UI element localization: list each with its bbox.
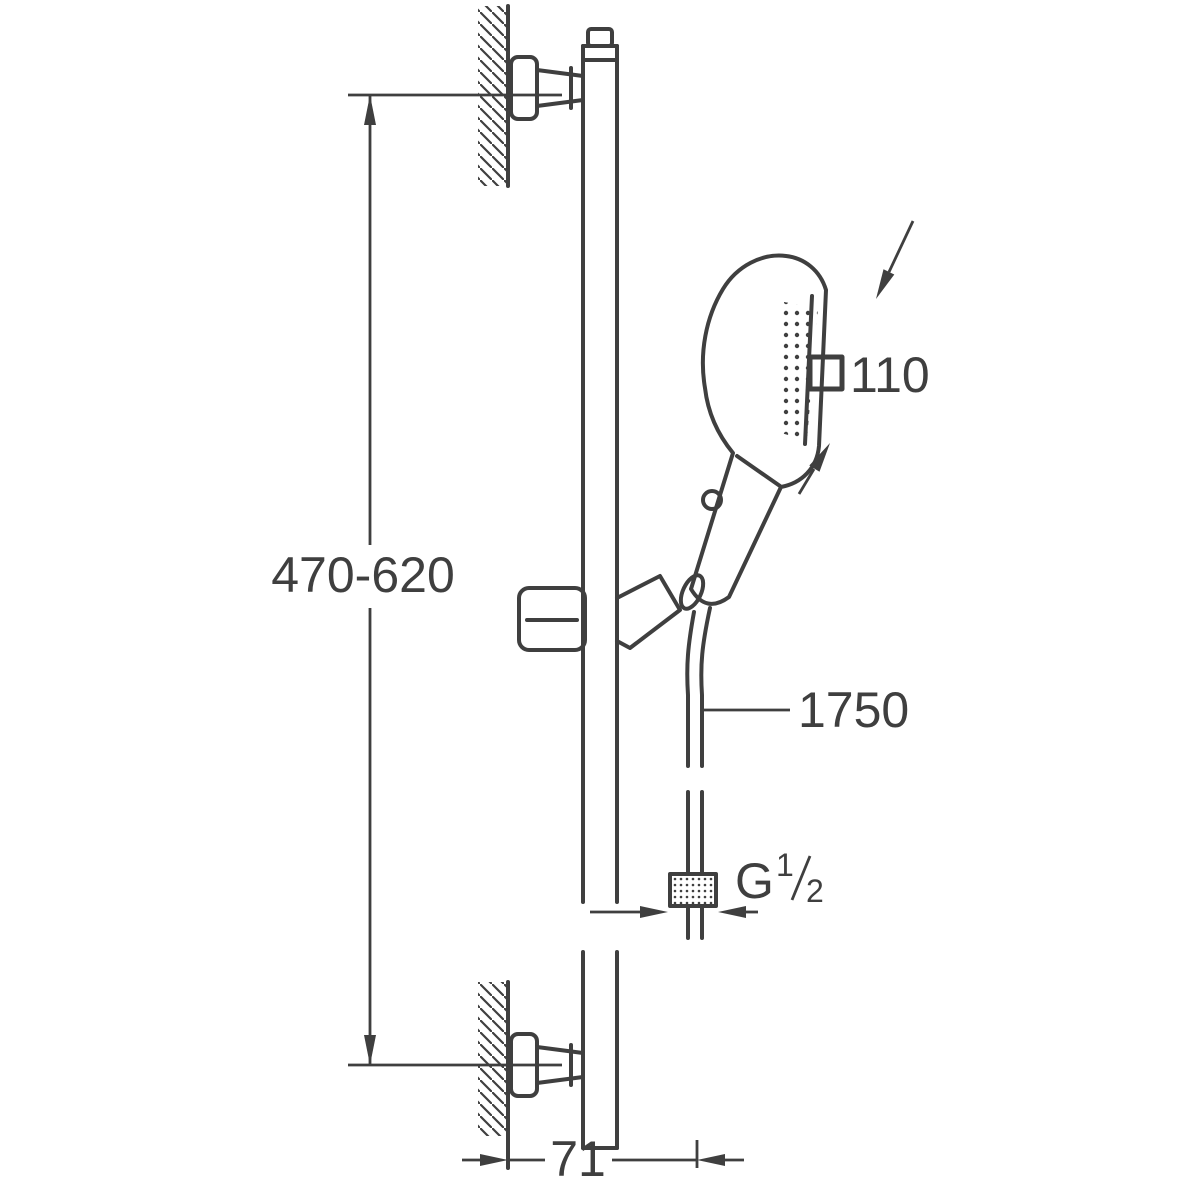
nut-outline bbox=[668, 872, 718, 908]
thread-denominator-label: 2 bbox=[806, 873, 824, 909]
nut-knurl bbox=[670, 874, 716, 906]
shower-rail bbox=[581, 27, 619, 1150]
glider-holder bbox=[517, 573, 706, 652]
thread-arrow-right-icon bbox=[718, 906, 746, 918]
dim-head-size: 110 bbox=[797, 220, 930, 495]
holder-arm bbox=[615, 574, 682, 650]
head-size-arrow-bottom-tail bbox=[797, 468, 816, 495]
thread-arrow-left-icon bbox=[640, 906, 668, 918]
hose-nut bbox=[668, 872, 718, 908]
glider-body bbox=[517, 586, 587, 652]
shower-hose bbox=[685, 606, 712, 940]
arrow-down-icon bbox=[364, 1035, 376, 1065]
hose-length-label: 1750 bbox=[798, 682, 909, 738]
control-button bbox=[701, 489, 723, 511]
wall-offset-arrow-left-icon bbox=[480, 1154, 508, 1166]
dim-thread: G 1 2 bbox=[590, 847, 824, 918]
bracket-distance-label: 470-620 bbox=[271, 547, 455, 603]
hose-right-upper bbox=[699, 606, 712, 768]
spray-nozzles bbox=[777, 302, 818, 440]
bracket-top-neck bbox=[535, 68, 585, 108]
head-size-arrow-top-icon bbox=[876, 269, 895, 299]
square-symbol-icon bbox=[807, 354, 845, 392]
thread-prefix-label: G bbox=[735, 853, 774, 909]
arrow-up-icon bbox=[364, 95, 376, 125]
dim-wall-offset: 71 bbox=[462, 1131, 744, 1187]
hand-shower-outline bbox=[689, 253, 828, 606]
wall-bracket-top bbox=[509, 55, 585, 121]
wall-bottom bbox=[478, 980, 510, 1170]
dim-bracket-distance: 470-620 bbox=[271, 93, 562, 1067]
handle-joint-line bbox=[735, 454, 782, 488]
hose-left-upper bbox=[685, 610, 696, 768]
thread-fraction-slash bbox=[790, 855, 812, 901]
head-size-arrow-bottom-icon bbox=[809, 443, 830, 472]
wall-offset-label: 71 bbox=[550, 1131, 606, 1187]
bracket-bottom-neck bbox=[535, 1045, 585, 1085]
bracket-top-flange bbox=[509, 55, 539, 121]
head-size-arrow-top-tail bbox=[887, 220, 915, 273]
wall-offset-arrow-right-icon bbox=[697, 1154, 725, 1166]
holder-cup bbox=[678, 573, 706, 611]
wall-bottom-hatch bbox=[478, 982, 508, 1136]
rail-top-knob bbox=[586, 27, 614, 48]
head-size-label: 110 bbox=[850, 347, 930, 403]
dim-hose-length: 1750 bbox=[704, 682, 909, 738]
hand-shower bbox=[689, 253, 828, 606]
thread-numerator-label: 1 bbox=[776, 847, 794, 883]
